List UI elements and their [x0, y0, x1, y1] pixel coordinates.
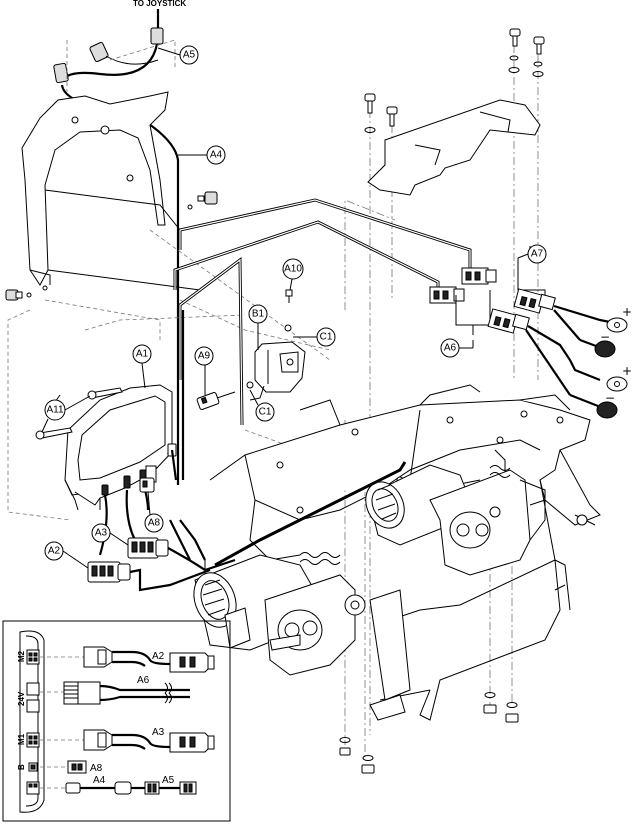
- inset-label-a5: A5: [162, 775, 175, 786]
- callout-a11: A11: [44, 399, 66, 421]
- a9-connector: [196, 391, 236, 410]
- terminal-positive-1: [606, 317, 628, 333]
- a8-leader: [147, 491, 151, 516]
- callout-a3: A3: [91, 523, 111, 543]
- minus-sign-2: −: [605, 391, 615, 405]
- callout-a1: A1: [132, 344, 152, 364]
- svg-text:C1: C1: [259, 407, 272, 418]
- a3-connector: [127, 537, 236, 572]
- joystick-connector-a5: [61, 9, 164, 81]
- inset-label-a6: A6: [137, 675, 150, 686]
- port-label-b: B: [17, 764, 26, 770]
- a1-controller: [64, 384, 178, 556]
- bottom-hardware: [339, 692, 519, 774]
- svg-text:A2: A2: [48, 546, 61, 557]
- svg-text:A3: A3: [95, 528, 108, 539]
- to-joystick-label: TO JOYSTICK: [133, 0, 186, 8]
- inset-label-a8: A8: [90, 763, 103, 774]
- callout-a6: A6: [440, 338, 460, 358]
- callout-a10: A10: [282, 258, 304, 280]
- svg-text:B1: B1: [252, 309, 265, 320]
- callout-a5: A5: [179, 45, 199, 65]
- a7-leader: [517, 253, 529, 259]
- callout-a9: A9: [194, 346, 214, 366]
- svg-text:A5: A5: [183, 50, 196, 61]
- svg-text:A11: A11: [46, 405, 63, 416]
- svg-text:C1: C1: [320, 332, 333, 343]
- terminal-positive-2: [606, 376, 628, 392]
- callout-c1-top: C1: [316, 327, 336, 347]
- inset-label-a3: A3: [152, 727, 165, 738]
- b1-bracket: [246, 289, 306, 401]
- a5-leader: [157, 47, 181, 56]
- inset-wiring-detail: M2 24V M1 B A2: [2, 620, 231, 822]
- inset-border: [2, 620, 231, 822]
- svg-text:A7: A7: [531, 249, 544, 260]
- terminal-negative-2: [569, 393, 618, 419]
- plus-sign-2: +: [622, 364, 632, 378]
- a2-connector: [87, 561, 211, 592]
- svg-text:A6: A6: [444, 343, 457, 354]
- plus-sign-1: +: [622, 305, 632, 319]
- callout-b1: B1: [248, 304, 268, 324]
- a1-leader: [141, 362, 146, 389]
- svg-text:A8: A8: [148, 518, 161, 529]
- callout-a7: A7: [527, 244, 547, 264]
- main-harness: [169, 461, 407, 567]
- callout-c1-bottom: C1: [255, 402, 275, 422]
- a3-leader: [109, 532, 129, 546]
- callout-a8: A8: [144, 513, 164, 533]
- a11-screws: [35, 387, 123, 440]
- motor-left: [193, 554, 366, 676]
- port-label-24v: 24V: [17, 691, 26, 706]
- a2-leader: [62, 550, 89, 569]
- seat-bracket: [21, 91, 201, 291]
- motor-right: [365, 464, 546, 576]
- mounting-knobs: [5, 191, 218, 301]
- a8-connector: [139, 477, 155, 493]
- inset-label-a2: A2: [152, 651, 165, 662]
- svg-text:A10: A10: [284, 264, 302, 275]
- a6-connector-bottom: [429, 286, 465, 304]
- a7-battery-leads: + − + −: [487, 246, 632, 419]
- a10-leader: [289, 278, 293, 291]
- svg-text:A9: A9: [198, 351, 211, 362]
- port-label-m1: M1: [17, 733, 26, 745]
- port-label-m2: M2: [17, 650, 26, 662]
- minus-sign-1: −: [600, 330, 610, 344]
- c1-bottom-leader: [249, 389, 259, 406]
- springs: [299, 465, 511, 565]
- a6-harness: [173, 198, 497, 480]
- callout-a2: A2: [44, 541, 64, 561]
- a11-leader: [41, 395, 91, 433]
- callout-a4: A4: [206, 145, 226, 165]
- svg-text:A4: A4: [210, 150, 223, 161]
- a6-connector-top: [461, 267, 497, 285]
- frame-legs: [224, 589, 411, 701]
- upper-bracket-assembly: [364, 28, 545, 196]
- terminal-negative-1: [579, 338, 616, 358]
- svg-text:A1: A1: [136, 349, 149, 360]
- inset-label-a4: A4: [93, 775, 106, 786]
